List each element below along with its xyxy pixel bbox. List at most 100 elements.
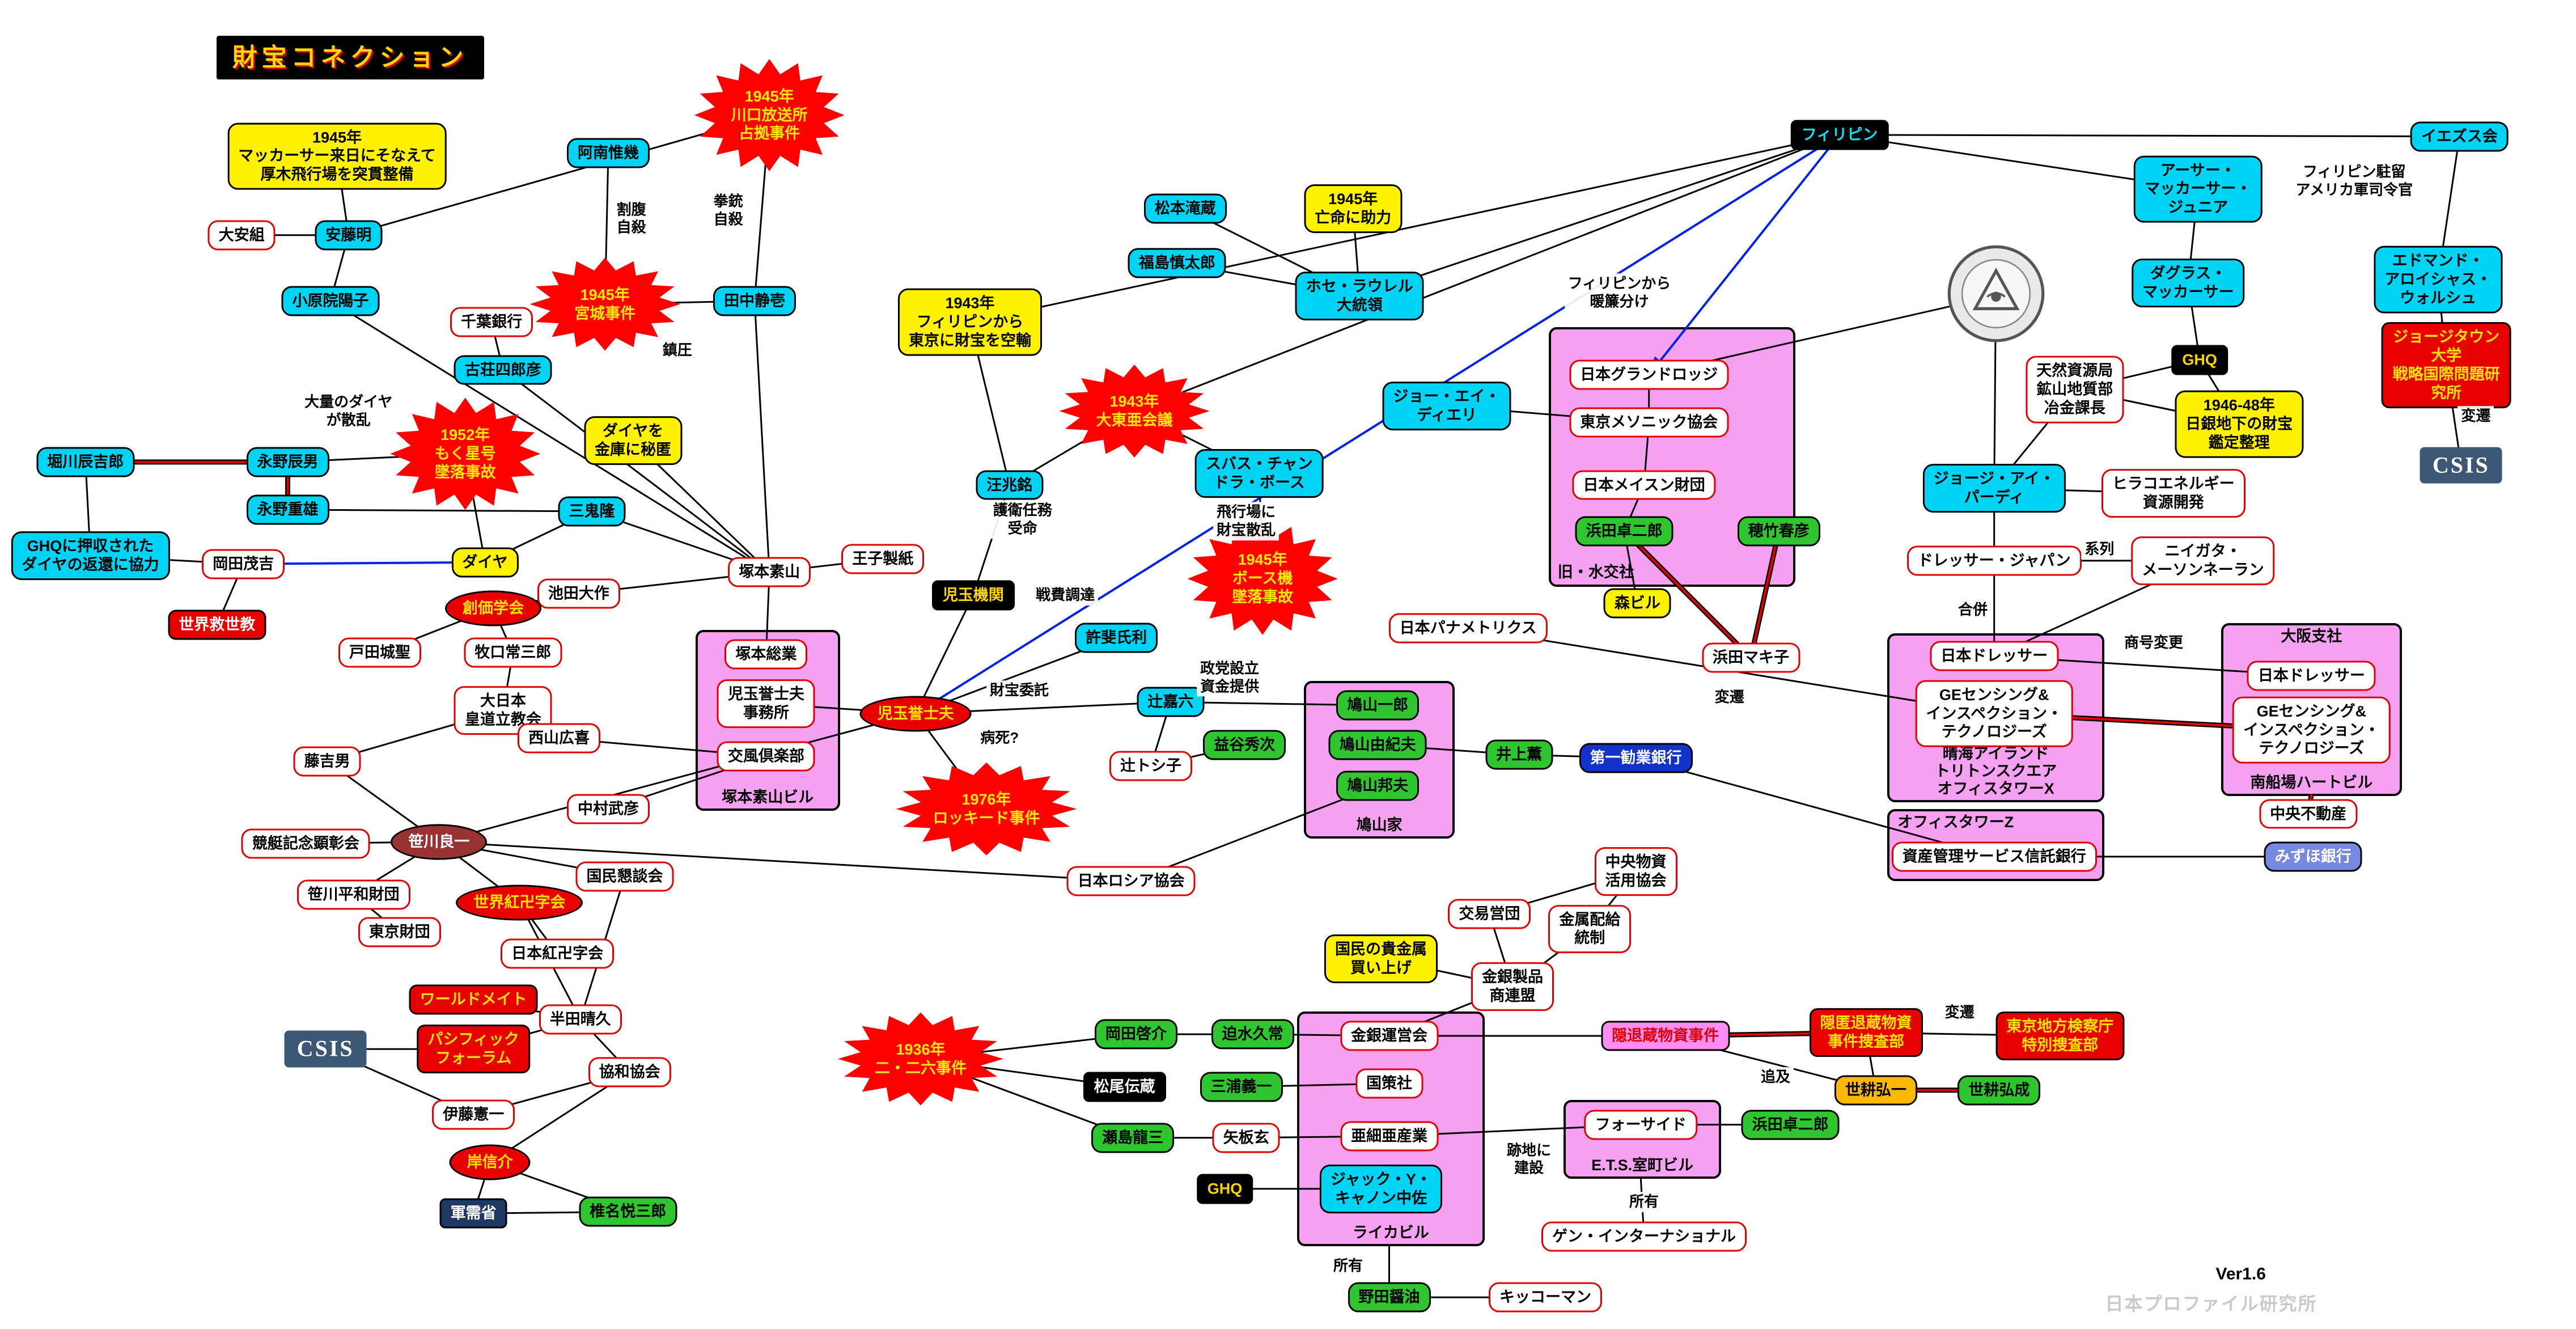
node-gen: ゲン・インターナショナル [1541,1221,1747,1252]
node-mokusei_star: 1952年 もく星号 墜落事故 [390,397,541,510]
node-tennen: 天然資源局 鉱山地質部 冶金課長 [2026,355,2124,424]
edge-kodama_kikan-kodama [914,595,975,714]
node-shiina: 椎名悦三郎 [579,1196,677,1227]
node-ando: 安藤明 [315,220,383,251]
node-hensen2: 変遷 [1711,687,1748,708]
container-label-hatoyama-ke: 鳩山家 [1356,816,1403,833]
node-kingin_seihin: 金銀製品 商連盟 [1471,962,1554,1011]
node-chiba_bank: 千葉銀行 [450,307,533,337]
node-hikojo: 飛行場に 財宝散乱 [1213,502,1279,541]
node-kishi: 岸信介 [449,1144,531,1180]
edge-sasakawa-kodama [438,713,916,843]
node-seito: 政党設立 資金提供 [1197,658,1263,697]
node-bose_star: 1945年 ボース機 墜落事故 [1187,522,1338,635]
node-georgetown: ジョージタウン大学 戦略国際問題研究所 [2381,321,2511,408]
node-kensatsu: 東京地方検察庁 特別捜査部 [1995,1011,2125,1060]
node-niniroku_star: 1936年 二・二六事件 [838,1012,1003,1106]
node-koeki: 交易営団 [1448,899,1531,929]
node-bose: スバス・チャン ドラ・ボース [1195,449,1324,498]
edge-hotake-hamada_m [1749,531,1780,658]
node-daiya: ダイヤ [451,547,519,578]
node-keiretsu: 系列 [2081,539,2118,560]
node-arthur: アーサー・ マッカーサー・ ジュニア [2134,155,2263,223]
container-label-suikosha: 旧・水交社 [1557,564,1634,581]
node-makiguchi: 牧口常三郎 [464,637,562,668]
node-sosabu: 隠匿退蔵物資 事件捜査部 [1809,1008,1923,1057]
node-kenju: 拳銃 自殺 [710,191,747,230]
node-osaka_dresser: 日本ドレッサー [2247,661,2376,691]
node-kikinzoku: 国民の貴金属 買い上げ [1324,934,1438,983]
node-ge_h: GEセンシング& インスペクション・ テクノロジーズ [1915,680,2073,747]
node-hamada_t1: 浜田卓二郎 [1575,516,1673,547]
node-kyowa: 協和協会 [588,1057,671,1087]
node-purdy: ジョージ・アイ・ パーディ [1922,464,2066,513]
edge-philippines-kuyu1943 [969,134,1840,323]
node-hatoyama_i: 鳩山一郎 [1336,690,1420,721]
node-tsuji_t: 辻トシ子 [1109,751,1192,781]
node-matsuo: 松尾伝蔵 [1083,1072,1166,1102]
node-mizuho: みずほ銀行 [2264,841,2362,872]
node-anami: 阿南惟幾 [567,138,650,168]
node-ghq_btm: GHQ [1196,1174,1253,1204]
node-mori: 森ビル [1603,588,1671,619]
node-tokyo_zaidan: 東京財団 [358,917,441,947]
node-komanji: 世界紅卍字会 [456,884,583,921]
edge-furusho-tsukamoto [502,369,770,573]
node-shisan: 資産管理サービス信託銀行 [1891,841,2097,872]
container-label-officez: オフィスタワーZ [1897,813,2014,831]
node-konomi: 許斐氏利 [1075,623,1158,653]
node-ikeda: 池田大作 [537,578,620,609]
node-daiyasugumi: 大安組 [207,220,276,251]
node-sasakawa_heiwa: 笹川平和財団 [296,879,410,910]
edge-philippines-grandlodge [1647,134,1841,377]
edge-philippines-kodama [913,134,1841,715]
node-kinzoku: 金属配給 統制 [1548,904,1632,954]
node-philippines: フィリピン [1790,120,1889,150]
node-kodama_kikan: 児玉機関 [931,580,1015,611]
node-yaita: 矢板玄 [1212,1123,1280,1153]
node-fukushima: 福島慎太郎 [1128,248,1226,278]
node-okada_k: 岡田啓介 [1094,1019,1177,1049]
node-matsumoto: 松本滝蔵 [1143,193,1227,224]
node-nakamura: 中村武彦 [567,794,650,824]
node-walsh: エドマンド・ アロイシャス・ ウォルシュ [2374,246,2503,314]
edge-laurel-philippines [1359,134,1840,297]
node-shoyu1: 所有 [1329,1256,1367,1276]
node-seko_k: 世耕弘一 [1834,1075,1917,1106]
node-kingin_uneikai: 金銀運営会 [1340,1021,1438,1051]
edge-oharain-tsukamoto [330,300,770,573]
node-chinatsu: 鎮圧 [659,340,696,361]
container-label-laica: ライカビル [1352,1224,1429,1242]
container-label-harumi: 晴海アイランド トリトンスクエア オフィスタワーX [1934,745,2057,798]
node-tsukamoto: 塚本素山 [728,557,811,587]
node-seko_h: 世耕弘成 [1958,1075,2041,1106]
edge-tanaka-tsukamoto [753,300,770,573]
edge-philippines-jesuit [1840,134,2460,138]
node-kikkoman: キッコーマン [1489,1282,1602,1313]
node-title: 財宝コネクション [216,35,484,80]
node-atochi: 跡地に 建設 [1503,1140,1555,1179]
node-sejima: 瀬島龍三 [1091,1123,1175,1153]
node-laurel: ホセ・ラウレル 大統領 [1295,272,1424,320]
node-kyotei: 競艇記念顕彰会 [241,828,370,859]
node-goei: 護衛任務 受命 [989,500,1056,539]
node-niigata: ニイガタ・ メーソンネーラン [2131,536,2275,585]
node-osaka_ge: GEセンシング& インスペクション・ テクノロジーズ [2232,696,2391,764]
node-nihon_komanji: 日本紅卍字会 [501,938,615,969]
node-ajia: 亜細亜産業 [1340,1121,1438,1152]
node-gappei: 合併 [1954,600,1992,620]
node-daitoa_star: 1943年 大東亜会議 [1059,365,1210,458]
node-sakomizu: 迫水久常 [1211,1019,1294,1049]
node-hamada_t2: 浜田卓二郎 [1741,1110,1840,1140]
node-panametrics: 日本パナメトリクス [1388,613,1548,644]
node-chuo_busshi: 中央物資 活用協会 [1594,847,1677,896]
node-dkb: 第一勧業銀行 [1579,743,1693,773]
node-nagano_t: 永野辰男 [246,447,329,477]
node-byoshi: 病死? [977,728,1023,748]
node-furusho: 古荘四郎彦 [454,355,552,385]
node-ito: 伊藤憲一 [432,1099,515,1130]
node-ver: Ver1.6 [2215,1264,2266,1284]
node-worldmate: ワールドメイト [409,984,538,1015]
node-oharain: 小原院陽子 [281,286,380,316]
node-masonic_tokyo: 東京メソニック協会 [1569,407,1729,438]
